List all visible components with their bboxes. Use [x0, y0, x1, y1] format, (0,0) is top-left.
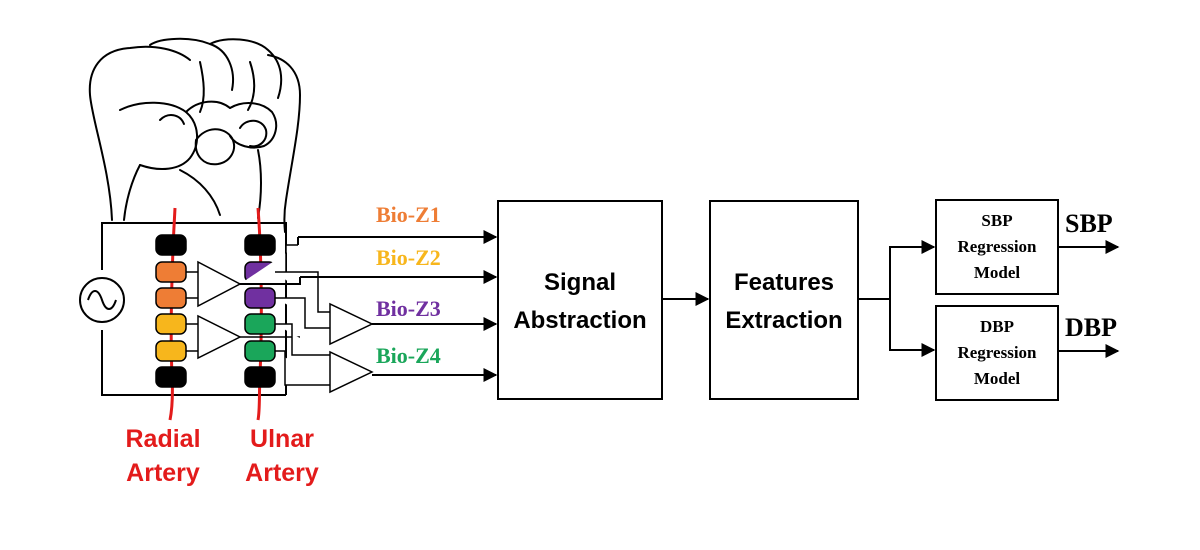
- signal-abstraction-line2: Abstraction: [513, 307, 646, 334]
- bioz4-label: Bio-Z4: [376, 343, 441, 368]
- signal-abstraction-line1: Signal: [544, 269, 616, 296]
- bioz2-label: Bio-Z2: [376, 245, 441, 270]
- signal-abstraction-block: [497, 200, 663, 400]
- signal-lines: [240, 237, 496, 382]
- electrode-ulnar-1: [244, 234, 276, 256]
- electrode-ulnar-3: [244, 287, 276, 309]
- output-arrows: [1058, 240, 1120, 358]
- radial-artery-label-line1: Radial: [125, 425, 200, 453]
- ac-source-icon: [79, 277, 125, 323]
- sbp-model-block: [935, 199, 1059, 295]
- electrode-radial-4: [155, 313, 187, 335]
- sbp-model-line1: SBP: [981, 211, 1012, 230]
- dbp-model-block: [935, 305, 1059, 401]
- electrode-radial-1: [155, 234, 187, 256]
- bioz1-label: Bio-Z1: [376, 202, 441, 227]
- sbp-output-label: SBP: [1065, 209, 1113, 238]
- ulnar-artery-label-line1: Ulnar: [250, 425, 314, 453]
- bioz1-line: [297, 237, 496, 245]
- electrode-ulnar-5: [244, 340, 276, 362]
- features-extraction-line1: Features: [734, 269, 834, 296]
- fist-icon: [88, 37, 301, 233]
- dbp-output-label: DBP: [1065, 313, 1117, 342]
- electrode-radial-6: [155, 366, 187, 388]
- radial-electrodes: [155, 234, 187, 388]
- amplifier-icon-ulnar: [275, 271, 374, 394]
- ulnar-artery-label-line2: Artery: [245, 459, 319, 487]
- electrode-radial-5: [155, 340, 187, 362]
- features-extraction-block: [709, 200, 859, 400]
- sbp-model-line3: Model: [974, 263, 1021, 282]
- electrode-radial-3: [155, 287, 187, 309]
- radial-artery-label-line2: Artery: [126, 459, 200, 487]
- dbp-model-line3: Model: [974, 369, 1021, 388]
- dbp-model-line2: Regression: [957, 343, 1037, 362]
- electrode-radial-2: [155, 261, 187, 283]
- excitation-circuit: [101, 222, 287, 396]
- electrode-ulnar-6: [244, 366, 276, 388]
- electrode-ulnar-4: [244, 313, 276, 335]
- sbp-model-line2: Regression: [957, 237, 1037, 256]
- dbp-model-line1: DBP: [980, 317, 1014, 336]
- features-extraction-line2: Extraction: [725, 307, 842, 334]
- split-lines: [858, 240, 936, 357]
- bioz3-label: Bio-Z3: [376, 296, 441, 321]
